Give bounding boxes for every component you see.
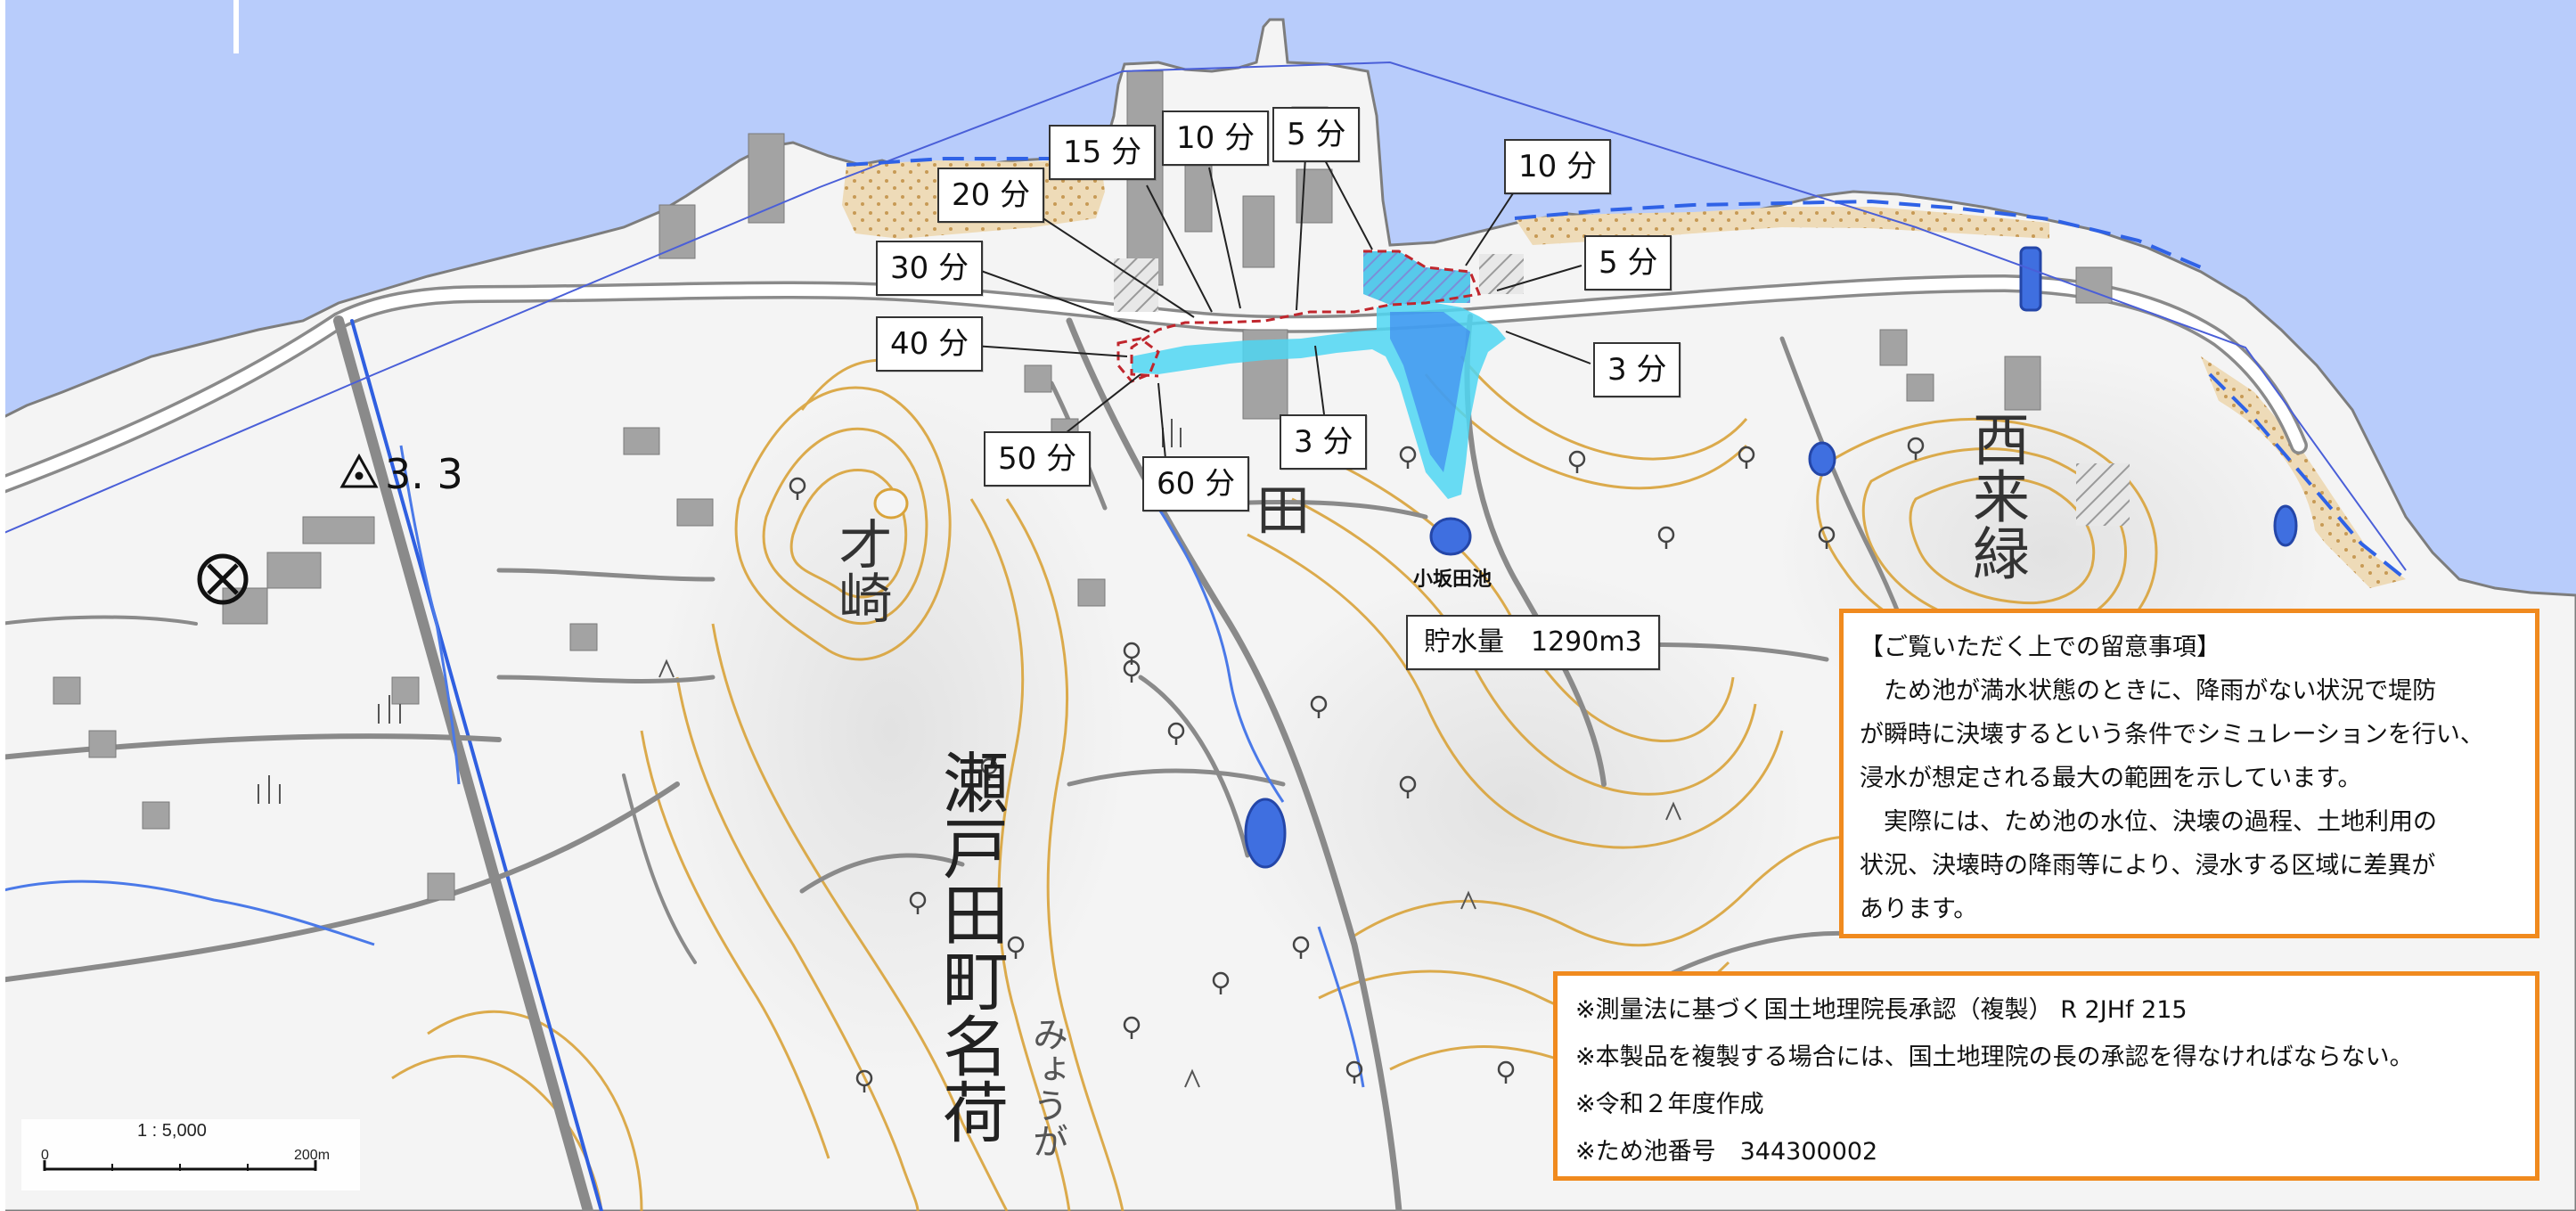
place-name-setodacho: 瀬戸田町名荷 — [931, 749, 1009, 1144]
triangulation-point-icon — [339, 453, 379, 488]
time-label-3-east: 3 分 — [1593, 342, 1681, 397]
ponds — [873, 246, 2298, 869]
pond-name-label: 小坂田池 — [1413, 569, 1492, 591]
time-label-5-north: 5 分 — [1272, 107, 1361, 162]
flood-area — [1116, 250, 1506, 499]
time-label-10-east: 10 分 — [1504, 139, 1612, 194]
scale-start: 0 — [41, 1148, 49, 1163]
credit-line: ※測量法に基づく国土地理院長承認（複製） R 2JHf 215 — [1575, 996, 2188, 1024]
map-frame-edge — [0, 0, 5, 1211]
time-label-20: 20 分 — [937, 168, 1045, 223]
time-label-3-south: 3 分 — [1280, 414, 1368, 470]
credit-line: ※令和２年度作成 — [1575, 1091, 1764, 1118]
kosakada-pond — [1429, 517, 1472, 556]
field-symbols — [258, 419, 1681, 1088]
notice-title: 【ご覧いただく上での留意事項】 — [1860, 634, 2220, 661]
credit-line: ※ため池番号 344300002 — [1575, 1138, 1878, 1166]
storage-volume-label: 貯水量 1290m3 — [1406, 615, 1660, 670]
place-name-den: 田 — [1256, 480, 1310, 543]
orchard-symbols — [789, 437, 1925, 1092]
notice-line: 実際には、ため池の水位、決壊の過程、土地利用の — [1860, 808, 2437, 836]
beach-zone-far-east — [2201, 356, 2406, 588]
notice-line: 浸水が想定される最大の範囲を示しています。 — [1860, 765, 2362, 792]
scale-bar-graphic — [43, 1160, 317, 1171]
time-label-5-east: 5 分 — [1584, 235, 1672, 290]
scale-ratio: 1 : 5,000 — [137, 1121, 207, 1141]
notice-line: あります。 — [1860, 896, 1978, 923]
notice-box: 【ご覧いただく上での留意事項】 ため池が満水状態のときに、降雨がない状況で堤防 … — [1839, 609, 2539, 938]
hatched-facility-1 — [1114, 258, 1158, 312]
boundary-line — [0, 61, 2407, 571]
hatched-facility-2 — [1479, 254, 1524, 294]
facility-symbol-icon — [197, 553, 249, 605]
elevation-value: 3. 3 — [385, 450, 463, 498]
scale-end: 200m — [294, 1148, 331, 1163]
time-label-50: 50 分 — [984, 431, 1092, 487]
time-label-30: 30 分 — [876, 241, 984, 296]
notice-line: ため池が満水状態のときに、降雨がない状況で堤防 — [1860, 677, 2437, 705]
place-name-saizaki: 才崎 — [830, 517, 892, 624]
place-name-nishiraryoku: 西来緑 — [1963, 410, 2029, 581]
waterways — [0, 445, 1365, 1088]
time-label-40: 40 分 — [876, 316, 984, 372]
time-label-60: 60 分 — [1142, 456, 1250, 511]
contour-lines — [391, 356, 2158, 1211]
survey-credits-box: ※測量法に基づく国土地理院長承認（複製） R 2JHf 215 ※本製品を複製す… — [1553, 971, 2539, 1181]
scale-bar: 1 : 5,000 0 200m — [21, 1119, 360, 1191]
time-label-15: 15 分 — [1049, 125, 1157, 180]
notice-line: が瞬時に決壊するという条件でシミュレーションを行い、 — [1860, 721, 2484, 749]
time-label-10-west: 10 分 — [1162, 110, 1270, 166]
credit-line: ※本製品を複製する場合には、国土地理院の長の承認を得なければならない。 — [1575, 1043, 2414, 1071]
notice-line: 状況、決壊時の降雨等により、浸水する区域に差異が — [1860, 852, 2436, 880]
hatched-facility-3 — [2076, 463, 2130, 526]
place-name-myouga: みょうが — [1026, 1016, 1067, 1158]
